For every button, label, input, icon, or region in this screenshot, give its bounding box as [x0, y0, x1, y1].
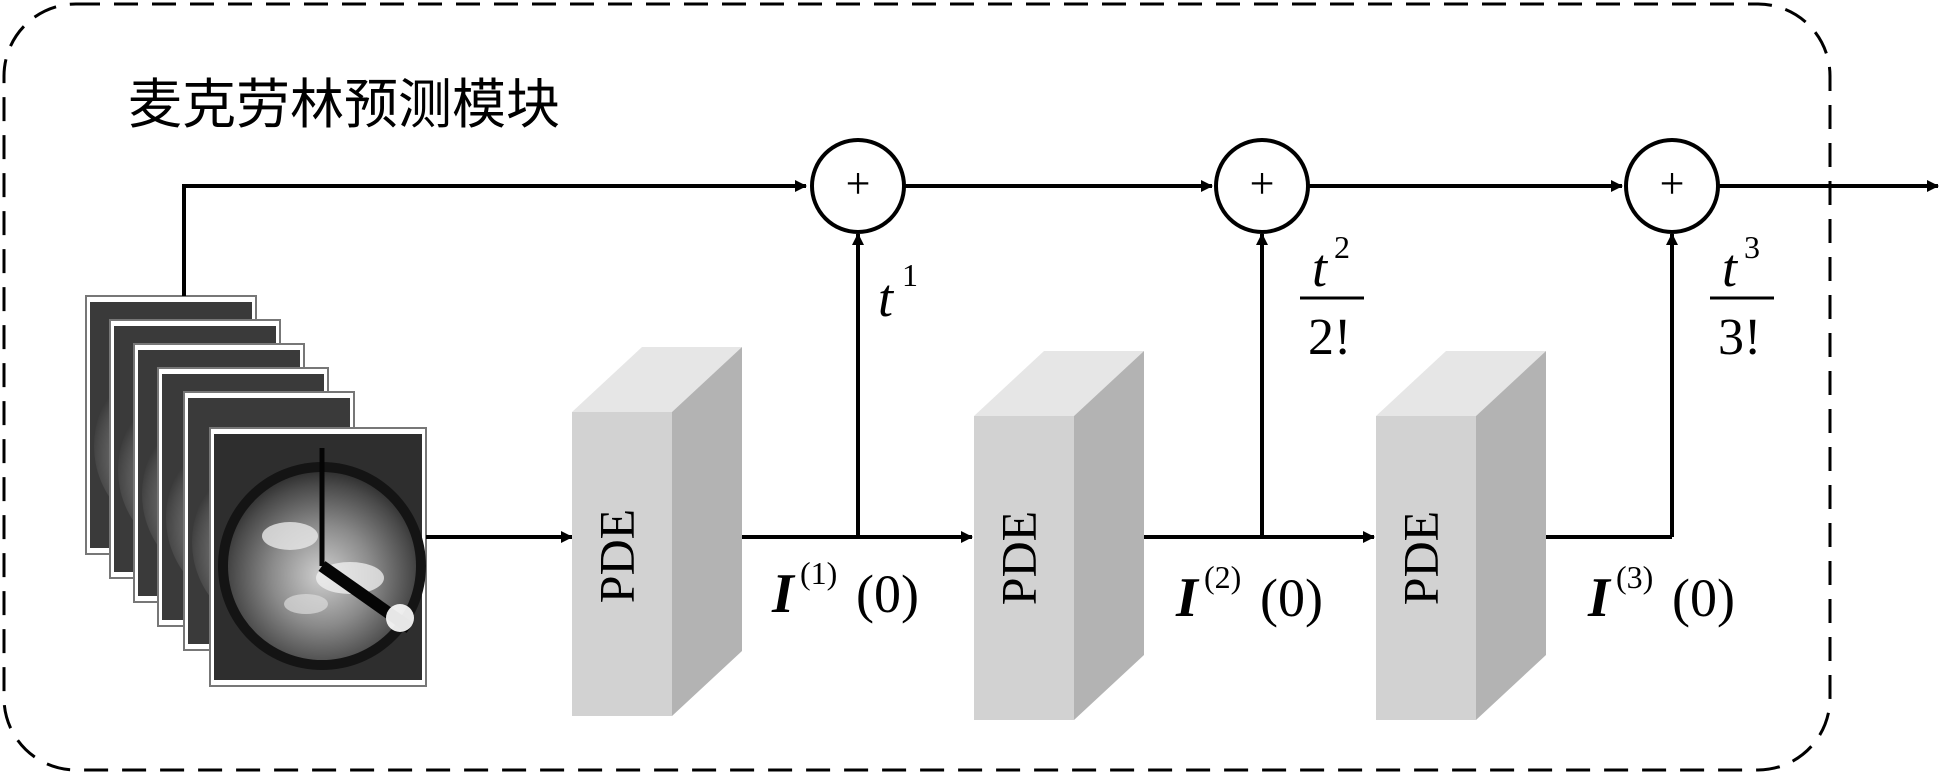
pde-label: PDE — [1392, 511, 1448, 605]
deriv-order: (1) — [800, 555, 837, 591]
sum-node-1: + — [810, 138, 906, 234]
deriv-arg: (0) — [1260, 568, 1323, 628]
pde-block-2: PDE — [974, 351, 1144, 720]
derivative-label-3: I (3) (0) — [1587, 559, 1735, 629]
coef-power: 2 — [1334, 229, 1350, 265]
pde-block-1: PDE — [572, 347, 742, 716]
derivative-label-1: I (1) (0) — [771, 555, 919, 625]
coef-power: 3 — [1744, 229, 1760, 265]
sum-node-3: + — [1624, 138, 1720, 234]
module-boundary — [2, 2, 1832, 772]
coef-denominator: 3! — [1718, 309, 1761, 366]
plus-symbol: + — [846, 159, 871, 208]
plus-symbol: + — [1250, 159, 1275, 208]
input-skip-line — [182, 180, 807, 296]
coefficient-2: t 2 2! — [1300, 229, 1364, 366]
pde-label: PDE — [990, 511, 1046, 605]
module-title: 麦克劳林预测模块 — [128, 73, 560, 136]
input-frame-front — [209, 427, 427, 687]
coef-base: t — [1312, 238, 1329, 298]
deriv-arg: (0) — [1672, 568, 1735, 628]
coefficient-1: t 1 — [878, 257, 918, 328]
deriv-symbol: I — [1175, 567, 1200, 629]
coef-power: 1 — [902, 257, 918, 293]
deriv-symbol: I — [1587, 567, 1612, 629]
coef-base: t — [878, 268, 895, 328]
deriv-order: (2) — [1204, 559, 1241, 595]
sum-node-2: + — [1214, 138, 1310, 234]
derivative-label-2: I (2) (0) — [1175, 559, 1323, 629]
coef-denominator: 2! — [1308, 309, 1351, 366]
plus-symbol: + — [1660, 159, 1685, 208]
pde-block-3: PDE — [1376, 351, 1546, 720]
coefficient-3: t 3 3! — [1710, 229, 1774, 366]
coef-base: t — [1722, 238, 1739, 298]
deriv-arg: (0) — [856, 564, 919, 624]
pde-label: PDE — [588, 509, 644, 603]
deriv-symbol: I — [771, 563, 796, 625]
deriv-order: (3) — [1616, 559, 1653, 595]
sky-image-stack-icon — [85, 295, 427, 687]
